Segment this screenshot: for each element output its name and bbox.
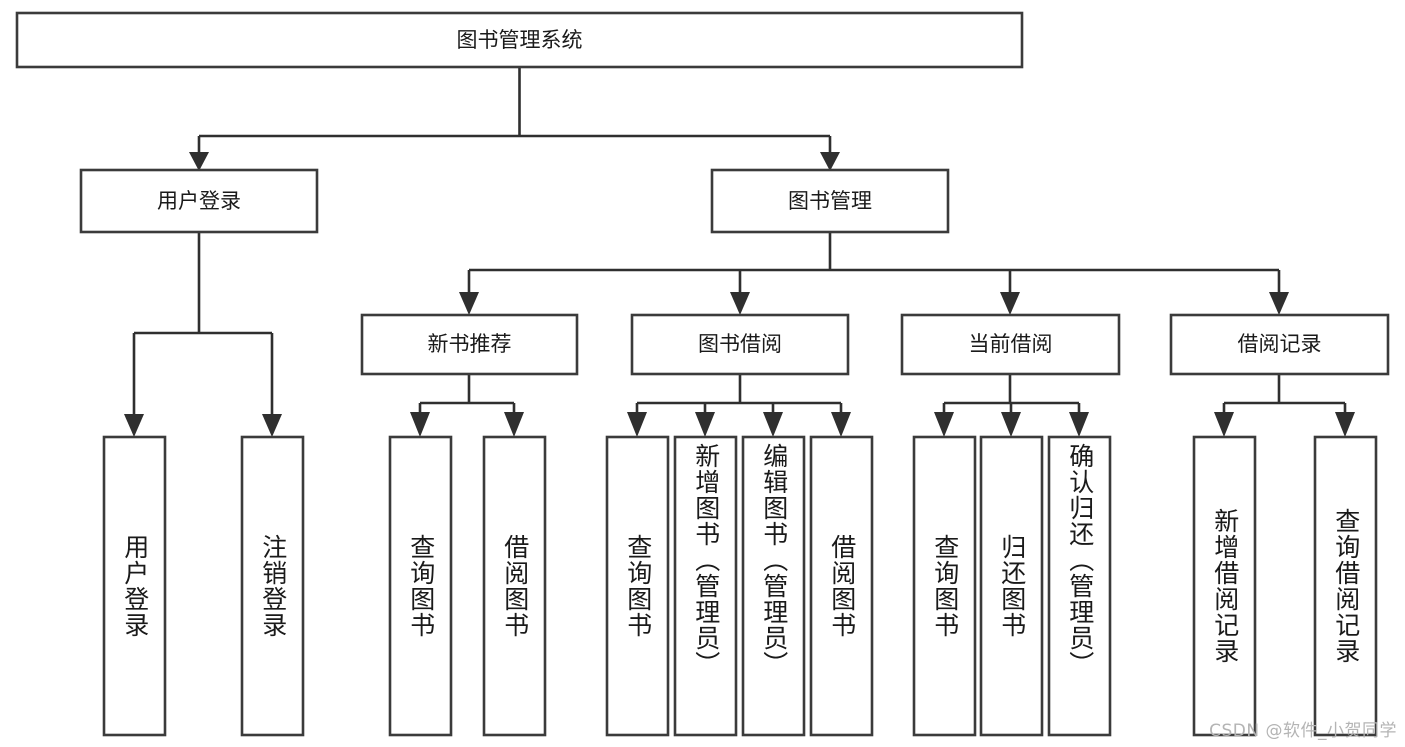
node-borrow-record-box[interactable] [1169, 313, 1390, 376]
node-book-borrow-box[interactable] [630, 313, 850, 376]
leaf-confirm-return-box[interactable] [1047, 435, 1112, 737]
arrow-head-book-management [820, 152, 840, 171]
arrow-head-new-book-recommend [459, 292, 479, 315]
node-book-borrow-label: 图书借阅 [698, 332, 782, 356]
node-book-management[interactable]: 图书管理 [710, 168, 950, 234]
node-book-management-box[interactable] [710, 168, 950, 234]
connector-new-book-recommend-trunk [418, 374, 516, 420]
arrow-head-leaf-query-book-1 [410, 412, 430, 437]
node-book-borrow[interactable]: 图书借阅 [630, 313, 850, 376]
node-user-login-box[interactable] [79, 168, 319, 234]
connector-group-user-login-to-leaves [124, 232, 282, 437]
node-new-book-recommend-label: 新书推荐 [428, 332, 512, 356]
node-current-borrow-label: 当前借阅 [969, 332, 1053, 356]
arrow-head-leaf-confirm-return [1069, 412, 1089, 437]
node-borrow-record-label: 借阅记录 [1238, 332, 1322, 356]
node-root-label: 图书管理系统 [457, 28, 583, 52]
arrow-head-leaf-add-book [695, 412, 715, 437]
arrow-head-book-borrow [730, 292, 750, 315]
connector-group-book-management-to-level3 [459, 232, 1289, 315]
connector-root-trunk [197, 67, 832, 158]
connector-current-borrow-trunk [942, 374, 1081, 420]
node-book-management-label: 图书管理 [788, 189, 872, 213]
connector-book-management-trunk [467, 232, 1281, 300]
node-root-box[interactable] [15, 11, 1024, 69]
leaf-logout-login-box[interactable] [240, 435, 305, 737]
node-current-borrow[interactable]: 当前借阅 [900, 313, 1121, 376]
connector-user-login-trunk [132, 232, 274, 424]
connector-group-root-to-level2 [189, 67, 840, 171]
node-borrow-record[interactable]: 借阅记录 [1169, 313, 1390, 376]
leaf-user-login-box[interactable] [102, 435, 167, 737]
arrow-head-leaf-edit-book [763, 412, 783, 437]
connector-borrow-record-trunk [1222, 374, 1347, 420]
leaf-add-record-box[interactable] [1192, 435, 1257, 737]
arrow-head-leaf-borrow-book-2 [831, 412, 851, 437]
leaf-borrow-book-1-box[interactable] [482, 435, 547, 737]
node-new-book-recommend-box[interactable] [360, 313, 579, 376]
arrow-head-leaf-user-login [124, 414, 144, 437]
node-current-borrow-box[interactable] [900, 313, 1121, 376]
arrow-head-leaf-logout-login [262, 414, 282, 437]
arrow-head-current-borrow [1000, 292, 1020, 315]
arrow-head-leaf-return-book [1001, 412, 1021, 437]
arrow-head-leaf-borrow-book-1 [504, 412, 524, 437]
leaf-query-book-1-box[interactable] [388, 435, 453, 737]
leaf-edit-book-box[interactable] [741, 435, 806, 737]
node-user-login-label: 用户登录 [157, 189, 241, 213]
arrow-head-leaf-query-book-3 [934, 412, 954, 437]
connector-group-new-book-recommend-to-leaves [410, 374, 524, 437]
leaf-borrow-book-2-box[interactable] [809, 435, 874, 737]
arrow-head-leaf-query-record [1335, 412, 1355, 437]
connector-group-borrow-record-to-leaves [1214, 374, 1355, 437]
leaf-query-record-box[interactable] [1313, 435, 1378, 737]
leaf-boxes-group [102, 435, 1378, 737]
leaf-query-book-3-box[interactable] [912, 435, 977, 737]
leaf-return-book-box[interactable] [979, 435, 1044, 737]
node-root[interactable]: 图书管理系统 [15, 11, 1024, 69]
arrow-head-leaf-query-book-2 [627, 412, 647, 437]
arrow-head-user-login [189, 152, 209, 171]
node-user-login[interactable]: 用户登录 [79, 168, 319, 234]
leaf-add-book-box[interactable] [673, 435, 738, 737]
connector-group-book-borrow-to-leaves [627, 374, 851, 437]
connector-book-borrow-trunk [635, 374, 843, 420]
node-new-book-recommend[interactable]: 新书推荐 [360, 313, 579, 376]
connector-group-current-borrow-to-leaves [934, 374, 1089, 437]
leaf-query-book-2-box[interactable] [605, 435, 670, 737]
arrow-head-borrow-record [1269, 292, 1289, 315]
arrow-head-leaf-add-record [1214, 412, 1234, 437]
